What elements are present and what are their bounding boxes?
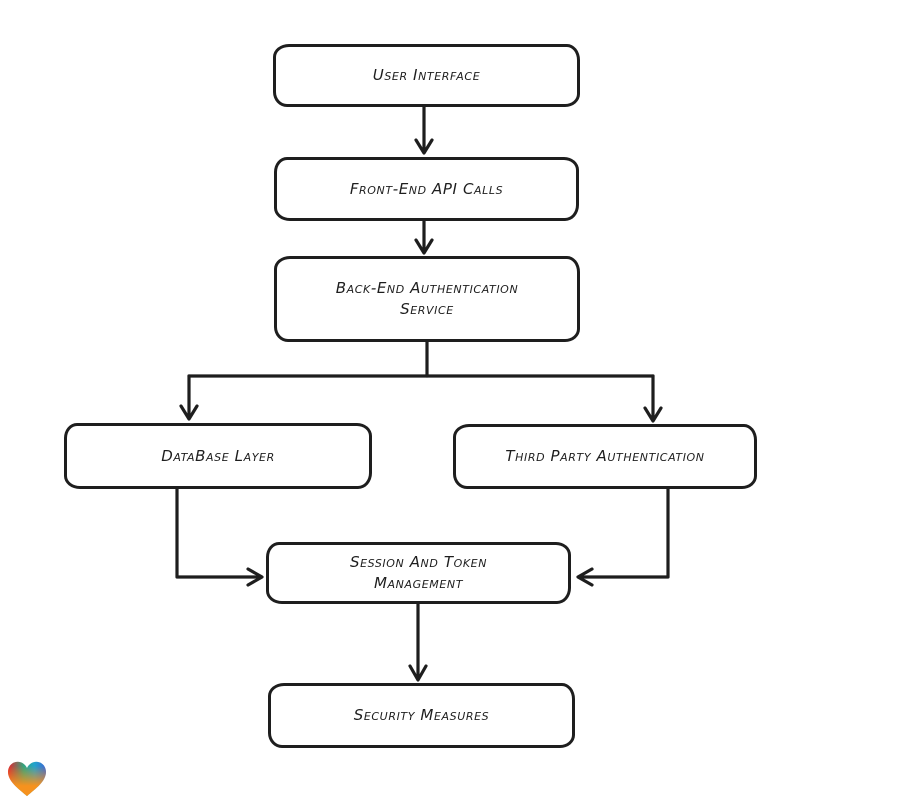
node-label-front-end-api-calls: Front-End API Calls <box>349 179 504 198</box>
edge-front-end-api-calls-to-back-end-authentication-service <box>414 219 434 255</box>
node-label-session-and-token-management: Session And Token Management <box>349 553 488 592</box>
node-label-back-end-authentication-service: Back-End Authentication Service <box>335 279 519 318</box>
node-front-end-api-calls: Front-End API Calls <box>274 157 579 221</box>
edge-database-layer-to-session-and-token-management <box>175 487 264 587</box>
node-session-and-token-management: Session And Token Management <box>266 542 571 604</box>
node-third-party-authentication: Third Party Authentication <box>453 424 757 489</box>
node-label-database-layer: DataBase Layer <box>161 446 275 465</box>
node-security-measures: Security Measures <box>268 683 575 748</box>
gradient-heart-logo <box>8 761 46 798</box>
node-label-third-party-authentication: Third Party Authentication <box>505 447 705 465</box>
node-back-end-authentication-service: Back-End Authentication Service <box>274 256 580 342</box>
node-database-layer: DataBase Layer <box>64 423 372 489</box>
edge-user-interface-to-front-end-api-calls <box>414 105 434 155</box>
edge-session-and-token-management-to-security-measures <box>408 602 428 682</box>
edge-third-party-authentication-to-session-and-token-management <box>576 487 670 587</box>
heart-icon <box>8 761 46 797</box>
edge-back-end-authentication-service-branch <box>179 340 663 423</box>
node-label-user-interface: User Interface <box>372 66 481 84</box>
node-user-interface: User Interface <box>273 44 580 107</box>
node-label-security-measures: Security Measures <box>353 706 490 724</box>
